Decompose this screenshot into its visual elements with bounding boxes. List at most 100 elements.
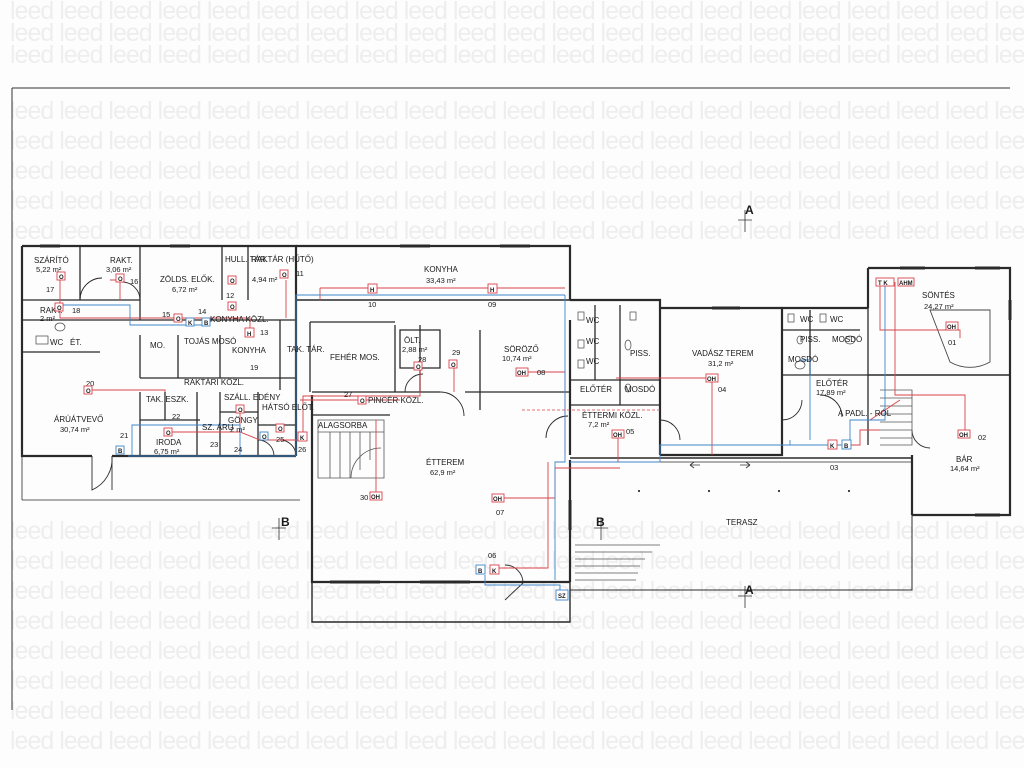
watermark: leed leed leed leed leed leed leed leed …: [10, 580, 1024, 602]
room-area-etterem: 62,9 m²: [430, 468, 456, 477]
svg-text:OH: OH: [707, 377, 716, 383]
room-label-ettermikozl: ÉTTERMI KÖZL.: [582, 411, 642, 420]
room-number: 10: [368, 300, 376, 309]
room-number: 27: [344, 390, 352, 399]
room-area-eloter2: 17,89 m²: [816, 388, 846, 397]
room-label-rakt1: RAKT.: [110, 256, 133, 265]
room-number: 04: [718, 385, 726, 394]
room-area-szarito: 5,22 m²: [36, 265, 62, 274]
room-number: 08: [537, 368, 545, 377]
room-label-konyhakozl: KONYHA KÖZL.: [210, 315, 269, 324]
svg-text:O: O: [230, 305, 235, 311]
room-area-ettermikozl: 7,2 m²: [588, 420, 610, 429]
watermark: leed leed leed leed leed leed leed leed …: [10, 730, 1024, 752]
watermark: leed leed leed leed leed leed leed leed …: [10, 0, 1024, 22]
watermark: leed leed leed leed leed leed leed leed …: [10, 220, 1024, 242]
room-number: 01: [948, 338, 956, 347]
watermark: leed leed leed leed leed leed leed leed …: [10, 520, 1024, 542]
svg-text:O: O: [416, 365, 421, 371]
svg-text:O: O: [166, 431, 171, 437]
room-area-gongy: 2 m²: [230, 425, 246, 434]
svg-text:O: O: [118, 277, 123, 283]
svg-text:H: H: [490, 288, 494, 294]
terrace-steps: [575, 544, 660, 581]
room-number: 26: [298, 445, 306, 454]
svg-text:O: O: [238, 408, 243, 414]
svg-text:B: B: [118, 449, 123, 455]
cold-water-lines: [55, 285, 886, 595]
svg-text:K: K: [188, 321, 193, 327]
room-label-hulltar: HULL. TÁR.: [225, 255, 268, 264]
svg-text:OH: OH: [947, 325, 956, 331]
red-marker-letters: O O O O O O O H O O O O K O H H O O OH O…: [57, 273, 968, 575]
room-area-arualvevo: 30,74 m²: [60, 425, 90, 434]
svg-text:B: B: [204, 321, 209, 327]
svg-text:K: K: [492, 569, 497, 575]
section-markers: [272, 210, 752, 608]
room-label-taktar: TAK. TÁR.: [287, 345, 325, 354]
room-label-takeszk: TAK. ESZK.: [146, 395, 189, 404]
watermark: leed leed leed leed leed leed leed leed …: [10, 550, 1024, 572]
svg-text:K: K: [830, 444, 835, 450]
room-number: 07: [496, 508, 504, 517]
room-number: 18: [72, 306, 80, 315]
room-label-piss2: PISS.: [800, 335, 820, 344]
svg-text:O: O: [282, 273, 287, 279]
room-label-wc1: WC: [50, 338, 64, 347]
room-label-mosdo2: MOSDÓ: [832, 335, 862, 344]
room-number: 20: [86, 379, 94, 388]
section-a-top: A: [745, 203, 754, 217]
room-label-szarito: SZÁRÍTÓ: [34, 256, 69, 265]
watermark: leed leed leed leed leed leed leed leed …: [10, 670, 1024, 692]
room-labels: SZÁRÍTÓ 5,22 m² RAKT. 3,06 m² ZÖLDS. ELŐ…: [34, 255, 980, 527]
room-number: 13: [260, 328, 268, 337]
room-label-mosdo1: MOSDÓ: [625, 385, 655, 394]
watermark: leed leed leed leed leed leed leed leed …: [10, 160, 1024, 182]
svg-text:OH: OH: [613, 433, 622, 439]
room-number: 11: [296, 269, 304, 278]
section-b-right: B: [596, 515, 605, 529]
room-number: 02: [978, 433, 986, 442]
windows: [40, 244, 1012, 584]
room-number: 05: [626, 427, 634, 436]
staircase-padlas: [880, 389, 913, 446]
svg-text:OH: OH: [959, 433, 968, 439]
sanitary-fixtures: [35, 311, 856, 393]
svg-text:O: O: [230, 279, 235, 285]
room-label-etterem: ÉTTEREM: [426, 458, 465, 467]
room-label-wca: WC: [586, 316, 600, 325]
room-number: 21: [120, 431, 128, 440]
room-number: 30: [360, 493, 368, 502]
room-area-rakt2: 2 m²: [40, 314, 56, 323]
room-label-raktarikozl: RAKTÁRI KÖZL.: [184, 378, 244, 387]
room-label-pincerkozl: PINCÉR KÖZL.: [368, 396, 424, 405]
watermark: leed leed leed leed leed leed leed leed …: [10, 610, 1024, 632]
blue-markers: [115, 317, 852, 601]
watermark: leed leed leed leed leed leed leed leed …: [10, 130, 1024, 152]
room-number: 29: [452, 348, 460, 357]
svg-text:O: O: [262, 435, 267, 441]
svg-text:B: B: [844, 444, 849, 450]
room-number: 19: [250, 363, 258, 372]
room-area-bar: 14,64 m²: [950, 464, 980, 473]
room-area-rakt1: 3,06 m²: [106, 265, 132, 274]
svg-text:OH: OH: [517, 371, 526, 377]
blue-marker-letters: K B B O B SZ B: [118, 321, 849, 600]
room-label-szazaru: SZ. ÁRU: [202, 423, 234, 432]
bar-counter: [929, 309, 991, 368]
room-label-eloter2: ELŐTÉR: [816, 379, 848, 388]
svg-text:O: O: [57, 306, 62, 312]
room-label-mosdo3: MOSDÓ: [788, 355, 818, 364]
room-label-wce: WC: [830, 315, 844, 324]
svg-text:T K: T K: [878, 281, 888, 287]
room-number: 25: [276, 435, 284, 444]
svg-text:B: B: [478, 569, 483, 575]
watermark: leed leed leed leed leed leed leed leed …: [10, 100, 1024, 122]
room-numbers: 17 16 15 14 12 11 18 10 09 19 13 20 29 2…: [46, 269, 986, 560]
terrace-columns: [638, 490, 850, 492]
svg-text:O: O: [86, 389, 91, 395]
room-label-hatsoelot: HÁTSÓ ELŐT.: [262, 403, 314, 412]
room-area-vadasz: 31,2 m²: [708, 359, 734, 368]
section-a-bottom: A: [745, 583, 754, 597]
svg-text:O: O: [451, 363, 456, 369]
